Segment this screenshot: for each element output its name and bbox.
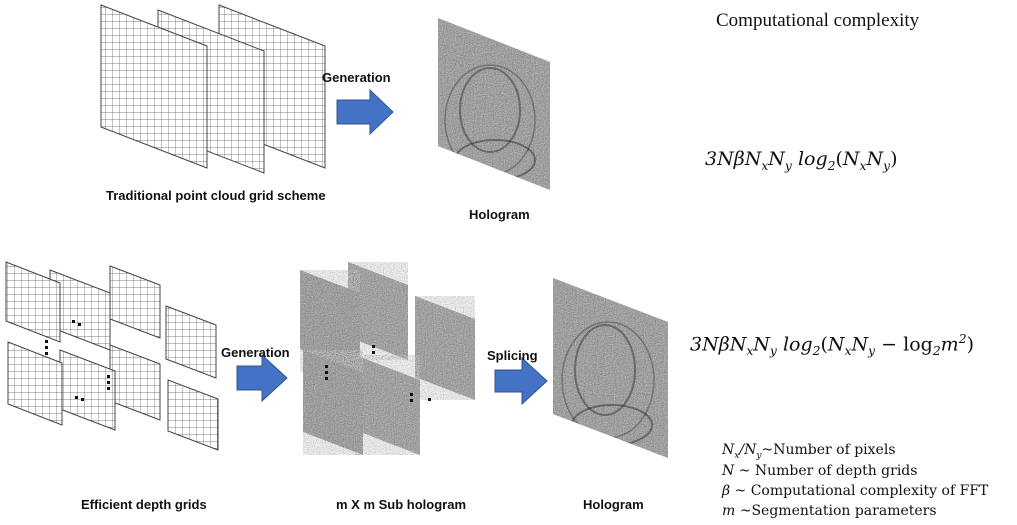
grid-sheet — [7, 341, 63, 426]
hologram-top — [438, 18, 550, 190]
legend-item-depth-grids: N ~ Number of depth grids — [722, 463, 918, 479]
grid-sheet — [5, 261, 61, 343]
grid-sheet — [109, 265, 161, 339]
generation-label-top: Generation — [322, 70, 391, 85]
generation-arrow — [336, 88, 394, 136]
complexity-formula-efficient: 3NβNxNy log2(NxNy − log2m2) — [690, 332, 974, 359]
grid-sheet — [100, 4, 208, 169]
sub-hologram-stack — [300, 262, 475, 455]
figure-title: Computational complexity — [716, 10, 920, 31]
legend-item-fft: β ~ Computational complexity of FFT — [722, 483, 989, 499]
splicing-arrow — [494, 356, 548, 406]
grid-sheet — [59, 349, 116, 431]
complexity-formula-traditional: 3NβNxNy log2(NxNy) — [705, 148, 898, 173]
legend-item-segmentation: m ~Segmentation parameters — [722, 503, 937, 519]
efficient-depth-grid-stack — [5, 261, 219, 451]
grid-sheet — [165, 305, 217, 379]
hologram-bottom — [553, 278, 668, 458]
generation-arrow — [236, 353, 288, 403]
legend-item-pixels: Nx/Ny~Number of pixels — [722, 442, 896, 461]
sub-hologram-label: m X m Sub hologram — [336, 497, 467, 512]
efficient-depth-grids-label: Efficient depth grids — [81, 497, 207, 512]
grid-sheet — [109, 344, 161, 421]
hologram-label-bottom: Hologram — [583, 497, 644, 512]
splicing-label: Splicing — [487, 348, 538, 363]
hologram-label-top: Hologram — [469, 207, 530, 222]
grid-sheet — [167, 379, 219, 451]
generation-label-bottom: Generation — [221, 345, 290, 360]
traditional-grid-stack — [100, 4, 326, 174]
traditional-scheme-label: Traditional point cloud grid scheme — [106, 188, 326, 203]
